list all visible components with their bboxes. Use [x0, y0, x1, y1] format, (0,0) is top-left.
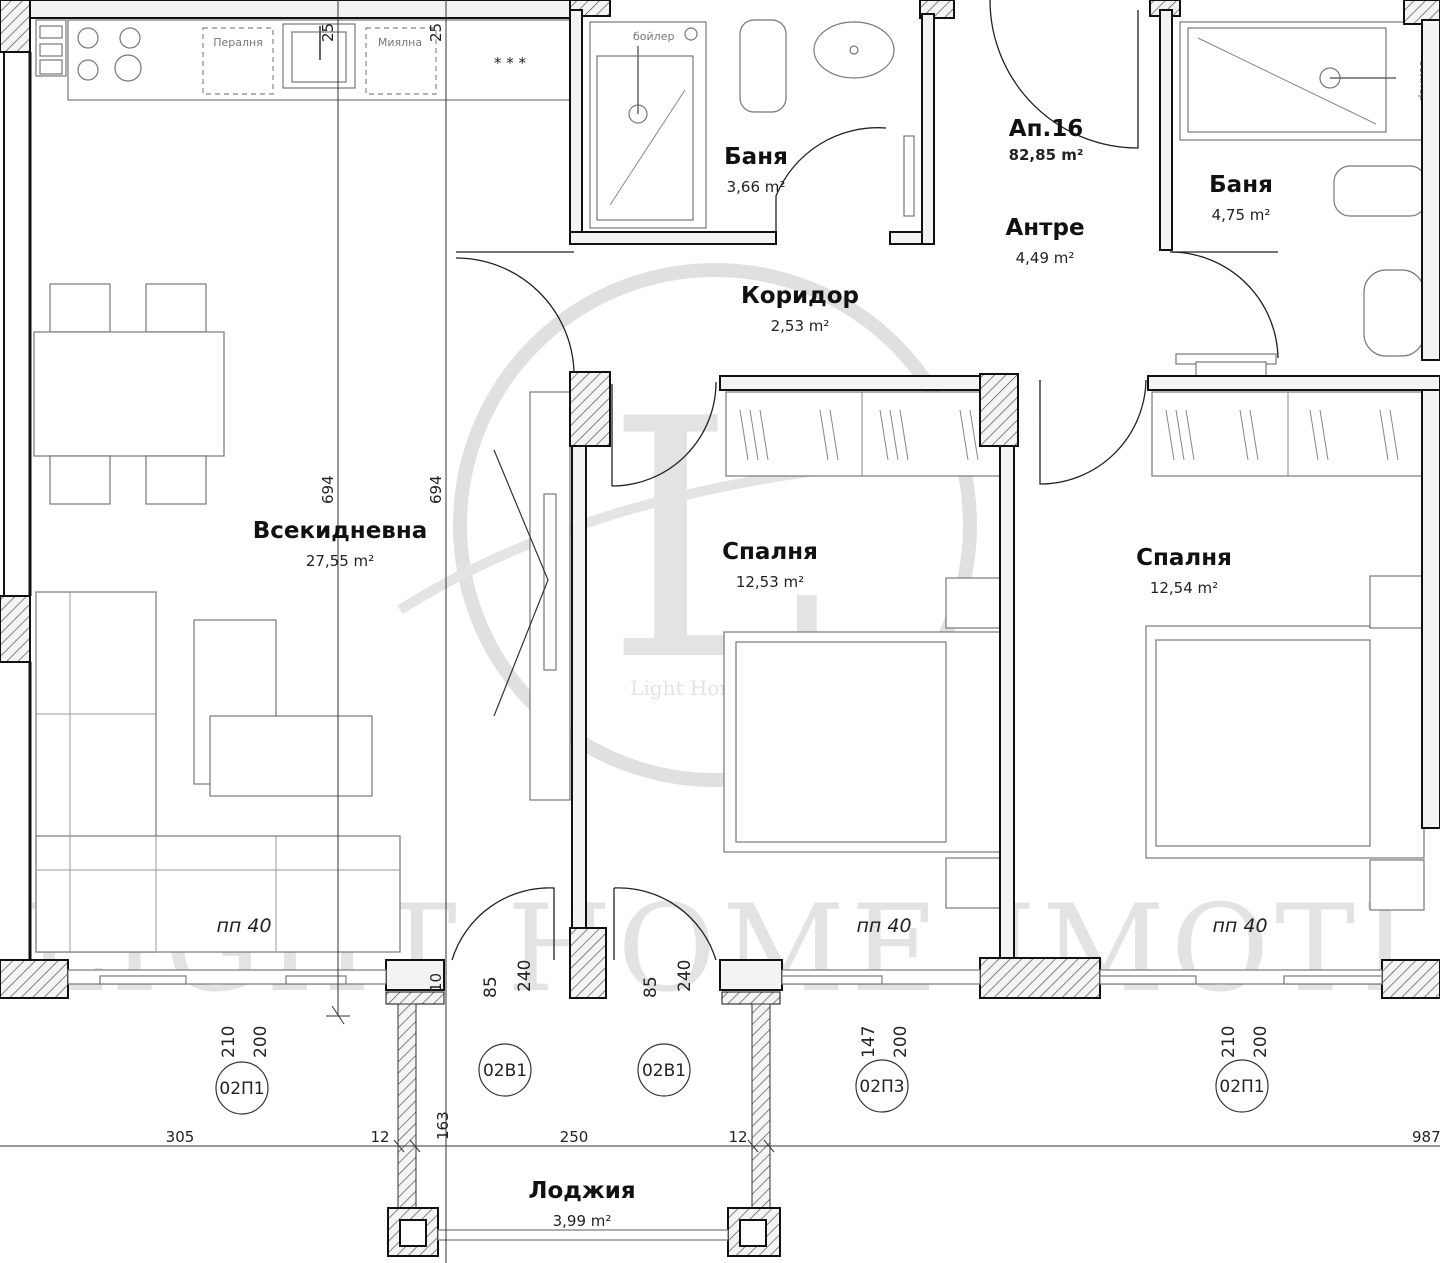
dim-240-a: 240 [515, 960, 535, 992]
dim-163: 163 [434, 1111, 452, 1140]
corridor-name: Коридор [741, 283, 859, 309]
toilet2 [1333, 165, 1427, 217]
bedroom1-area: 12,53 m² [736, 573, 804, 591]
window-tags [215, 1043, 1269, 1115]
dishwasher-label: Миялна [378, 36, 422, 49]
tag-02P3: 02П3 [859, 1077, 904, 1097]
bedroom2-furniture [1145, 391, 1425, 911]
bath1-boiler-label: бойлер [633, 30, 674, 43]
hall-area: 4,49 m² [1016, 249, 1075, 267]
window-bedroom2 [1099, 969, 1383, 985]
dim-250: 250 [560, 1128, 589, 1146]
dining-set [33, 283, 225, 505]
dishwasher [365, 27, 437, 95]
bath2-area: 4,75 m² [1212, 206, 1271, 224]
washer [202, 27, 274, 95]
dim-147: 147 [859, 1026, 879, 1058]
apartment-area: 82,85 m² [1009, 146, 1084, 164]
bedroom2-name: Спалня [1136, 545, 1232, 571]
tag-02V1-left: 02В1 [483, 1061, 527, 1081]
doors [451, 0, 1279, 961]
loggia-walls [387, 1003, 781, 1257]
dim-200-a: 200 [251, 1026, 271, 1058]
bedroom1-furniture [723, 391, 1001, 909]
dim-987: 987 [1412, 1128, 1440, 1146]
dim-25-left: 25 [319, 23, 337, 42]
dim-200-b: 200 [891, 1026, 911, 1058]
sill-label-living: пп 40 [216, 915, 271, 937]
sofa [35, 591, 401, 953]
dim-12-right: 12 [728, 1128, 747, 1146]
dim-240-b: 240 [675, 960, 695, 992]
loggia-area: 3,99 m² [553, 1212, 612, 1230]
kitchen: Пералня Миялна * * * [35, 19, 571, 101]
apartment-title: Ап.16 [1009, 116, 1083, 142]
dim-25-right: 25 [427, 23, 445, 42]
dim-210-b: 210 [1219, 1026, 1239, 1058]
dim-85-b: 85 [641, 976, 661, 998]
washer-label: Пералня [213, 36, 263, 49]
toilet1 [739, 19, 787, 113]
svg-text:* * *: * * * [494, 54, 527, 72]
bedroom2-area: 12,54 m² [1150, 579, 1218, 597]
hall-name: Антре [1005, 215, 1084, 241]
bath2-fixtures: бойлер [1179, 21, 1430, 357]
tv-unit [493, 391, 571, 801]
tag-02V1-right: 02В1 [642, 1061, 686, 1081]
dim-694-right: 694 [427, 475, 445, 504]
dim-85-a: 85 [481, 976, 501, 998]
rug [209, 715, 373, 797]
sill-label-bedroom1: пп 40 [856, 915, 911, 937]
dim-10: 10 [427, 973, 445, 992]
living-area: 27,55 m² [306, 552, 374, 570]
bath1-area: 3,66 m² [727, 178, 786, 196]
dim-305: 305 [166, 1128, 195, 1146]
tag-02P1-bedroom: 02П1 [1219, 1077, 1264, 1097]
cooktop [77, 27, 142, 82]
bath1-fixtures: бойлер [589, 19, 895, 229]
tag-02P1-living: 02П1 [219, 1079, 264, 1099]
bath1-name: Баня [724, 144, 788, 170]
dim-200-c: 200 [1251, 1026, 1271, 1058]
corridor-area: 2,53 m² [771, 317, 830, 335]
living-name: Всекидневна [253, 518, 428, 544]
loggia-name: Лоджия [528, 1178, 635, 1204]
bath2-name: Баня [1209, 172, 1273, 198]
window-living [67, 969, 387, 985]
dim-210-a: 210 [219, 1026, 239, 1058]
dim-12-left: 12 [370, 1128, 389, 1146]
bath2-sink [1363, 269, 1425, 357]
bedroom1-name: Спалня [722, 539, 818, 565]
dim-694-left: 694 [319, 475, 337, 504]
window-bedroom1 [781, 969, 981, 985]
sill-label-bedroom2: пп 40 [1212, 915, 1267, 937]
